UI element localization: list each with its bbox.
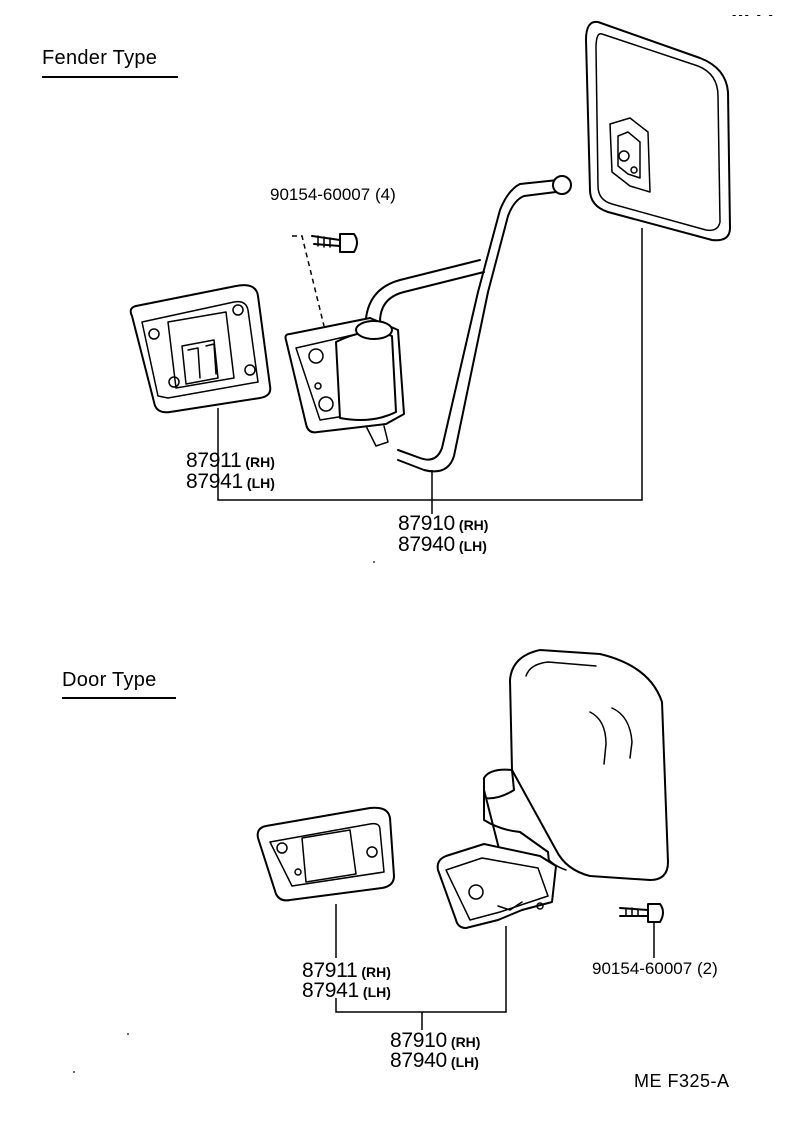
part-number: 87940	[390, 1049, 447, 1072]
part-number: 87911	[302, 959, 358, 982]
door-leaders	[335, 904, 655, 1030]
fender-bracket-rh-label: 87911(RH)	[186, 450, 275, 471]
part-number: 87941	[302, 979, 359, 1002]
bolt-part-number: 90154-60007	[270, 185, 371, 204]
side-code: (RH)	[245, 454, 275, 470]
bolt-quantity: (2)	[696, 959, 718, 978]
fender-bracket-lh-label: 87941(LH)	[186, 471, 275, 492]
scan-speck	[73, 1071, 75, 1073]
fender-mirror-head	[585, 20, 731, 242]
part-number: 87940	[398, 533, 455, 556]
fender-bolt	[292, 233, 358, 327]
bolt-quantity: (4)	[374, 185, 396, 204]
door-mounting-bracket	[256, 806, 395, 902]
fender-mirror-lh-label: 87940(LH)	[398, 534, 487, 555]
fender-mirror-rh-label: 87910(RH)	[398, 513, 488, 534]
side-code: (LH)	[362, 984, 391, 1000]
scan-speck	[373, 561, 375, 563]
fender-mirror-stay	[365, 175, 572, 473]
section-heading-door: Door Type	[62, 669, 157, 691]
heading-underline	[62, 697, 176, 699]
figure-code: ME F325-A	[634, 1071, 730, 1091]
fender-bolt-label: 90154-60007 (4)	[270, 186, 396, 203]
corner-mark: --- - -	[732, 7, 775, 22]
door-bolt-label: 90154-60007 (2)	[592, 960, 718, 977]
part-number: 87911	[186, 449, 242, 472]
fender-mounting-bracket	[129, 284, 272, 414]
door-bolt	[619, 903, 664, 923]
scan-speck	[127, 1033, 129, 1035]
door-mirror-lh-label: 87940(LH)	[390, 1050, 479, 1071]
bolt-part-number: 90154-60007	[592, 959, 693, 978]
side-code: (LH)	[458, 538, 487, 554]
side-code: (RH)	[361, 964, 391, 980]
fender-leaders	[217, 228, 643, 514]
door-bracket-rh-label: 87911(RH)	[302, 960, 391, 981]
side-code: (LH)	[450, 1054, 479, 1070]
side-code: (RH)	[450, 1034, 481, 1050]
door-bracket-lh-label: 87941(LH)	[302, 980, 391, 1001]
section-heading-fender: Fender Type	[42, 47, 158, 69]
side-code: (RH)	[458, 517, 489, 533]
door-mirror-rh-label: 87910(RH)	[390, 1030, 480, 1051]
part-number: 87910	[390, 1029, 447, 1052]
part-number: 87910	[398, 512, 455, 535]
door-mirror-arm	[436, 768, 557, 929]
fender-mirror-base	[284, 317, 405, 447]
part-number: 87941	[186, 470, 243, 493]
heading-underline	[42, 76, 178, 78]
side-code: (LH)	[246, 475, 275, 491]
door-mirror-head	[509, 649, 669, 881]
